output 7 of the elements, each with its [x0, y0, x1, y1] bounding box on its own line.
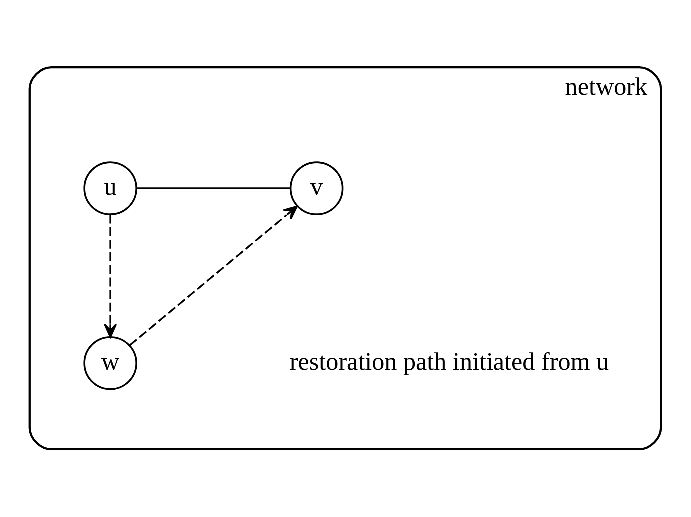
node-circle: v [290, 162, 344, 216]
node-circle: w [84, 336, 138, 390]
arrow [129, 206, 298, 346]
label: restoration path initiated from u [290, 349, 610, 376]
arrow [104, 214, 118, 338]
connector [137, 188, 290, 190]
node-circle: u [84, 162, 138, 216]
